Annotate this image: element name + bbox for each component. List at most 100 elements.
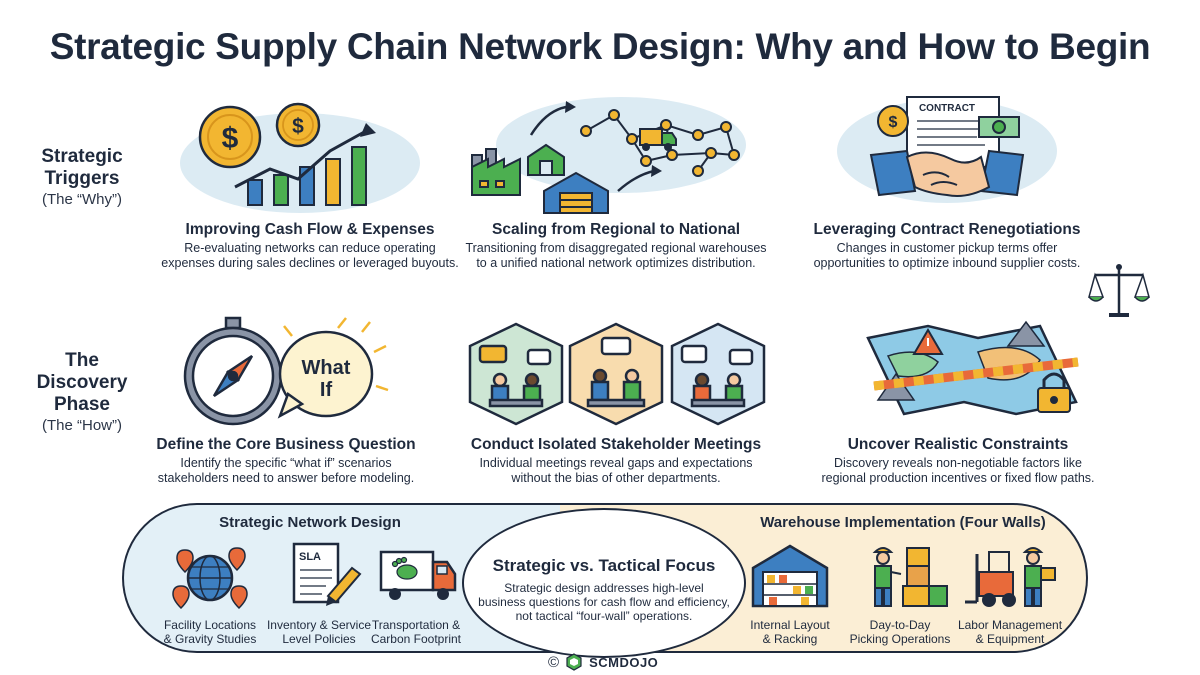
item-labor-management: Labor Management & Equipment xyxy=(955,540,1065,646)
row-label-how: The Discovery Phase (The “How”) xyxy=(12,350,152,436)
picker-boxes-icon xyxy=(872,547,948,607)
card-title: Conduct Isolated Stakeholder Meetings xyxy=(470,436,762,453)
center-title: Strategic vs. Tactical Focus xyxy=(492,556,716,575)
item-picking-operations: Day-to-Day Picking Operations xyxy=(845,540,955,646)
card-stakeholder-meetings: Conduct Isolated Stakeholder Meetings In… xyxy=(436,316,796,486)
card-contract: CONTRACT $ Leveraging Co xyxy=(767,95,1150,317)
brand-name: SCMDOJO xyxy=(589,654,659,670)
item-facility-locations: Facility Locations & Gravity Studies xyxy=(155,540,265,646)
row-label-how-sub: (The “How”) xyxy=(41,417,122,434)
card-desc-line: Changes in customer pickup terms offer xyxy=(836,241,1058,255)
barrier-tape xyxy=(873,357,1079,391)
center-desc-line: business questions for cash flow and eff… xyxy=(478,595,730,609)
card-title: Improving Cash Flow & Expenses xyxy=(185,221,435,238)
warehouse-title: Warehouse Implementation (Four Walls) xyxy=(760,514,1046,531)
row-label-how-main: The Discovery Phase xyxy=(36,350,128,415)
copyright-symbol: © xyxy=(548,653,560,671)
item-label-line: Facility Locations xyxy=(163,618,257,632)
factory-icon xyxy=(471,148,521,196)
meeting-hexagon-icon xyxy=(670,322,766,426)
card-title: Define the Core Business Question xyxy=(156,436,416,453)
card-desc-line: Re-evaluating networks can reduce operat… xyxy=(184,241,436,255)
warehouse-icon xyxy=(527,143,565,176)
item-label-line: Level Policies xyxy=(282,632,356,646)
network-illustration xyxy=(471,97,746,214)
item-label-line: & Gravity Studies xyxy=(163,632,257,646)
card-title: Leveraging Contract Renegotiations xyxy=(813,221,1081,238)
banknote-icon xyxy=(978,116,1020,138)
row-label-why-main: Strategic Triggers xyxy=(41,146,123,189)
card-constraints: Uncover Realistic Constraints Discovery … xyxy=(778,316,1138,486)
dollar-coin-icon: $ xyxy=(877,105,909,137)
row-label-why-sub: (The “Why”) xyxy=(42,191,122,208)
row-label-why: Strategic Triggers (The “Why”) xyxy=(12,146,152,210)
item-label-line: Internal Layout xyxy=(750,618,830,632)
dollar-coin-icon: $ xyxy=(275,102,321,148)
svg-text:$: $ xyxy=(292,115,304,138)
item-label-line: & Racking xyxy=(762,632,818,646)
item-label-line: Picking Operations xyxy=(849,632,951,646)
item-label-line: Transportation & xyxy=(371,618,461,632)
item-internal-layout: Internal Layout & Racking xyxy=(735,540,845,646)
item-transportation: Transportation & Carbon Footprint xyxy=(361,540,471,646)
sla-document-icon: SLA xyxy=(292,542,362,606)
center-oval xyxy=(462,508,746,658)
card-desc-line: without the bias of other departments. xyxy=(511,471,721,485)
page-title: Strategic Supply Chain Network Design: W… xyxy=(49,26,1151,67)
pencil-icon xyxy=(326,566,362,606)
item-label-line: Inventory & Service xyxy=(266,618,372,632)
item-label-line: Labor Management xyxy=(957,618,1063,632)
item-label-line: Day-to-Day xyxy=(869,618,931,632)
contract-illustration: CONTRACT $ xyxy=(837,96,1057,203)
svg-text:If: If xyxy=(320,379,333,401)
card-desc-line: opportunities to optimize inbound suppli… xyxy=(813,256,1081,270)
card-title: Uncover Realistic Constraints xyxy=(847,436,1069,453)
card-cash-flow: $ $ Improving Cash Flow & Expenses Re-ev… xyxy=(130,95,490,275)
center-desc: Strategic design addresses high-level bu… xyxy=(472,581,736,623)
card-desc-line: to a unified national network optimizes … xyxy=(476,256,756,270)
warehouse-icon xyxy=(543,171,609,214)
scale-icon xyxy=(1088,264,1150,317)
footprint-icon xyxy=(391,556,418,580)
dollar-coin-icon: $ xyxy=(198,105,262,169)
card-desc-line: expenses during sales declines or levera… xyxy=(161,256,459,270)
forklift-icon xyxy=(965,547,1056,607)
bar-chart-icon xyxy=(247,146,367,206)
card-desc-line: Individual meetings reveal gaps and expe… xyxy=(479,456,753,470)
center-desc-line: Strategic design addresses high-level xyxy=(504,581,704,595)
svg-text:$: $ xyxy=(222,122,239,155)
question-illustration: What If xyxy=(183,316,389,426)
svg-text:What: What xyxy=(302,357,351,379)
strategic-title: Strategic Network Design xyxy=(219,514,401,531)
warning-icon xyxy=(912,328,944,355)
svg-text:SLA: SLA xyxy=(299,551,321,563)
card-title: Scaling from Regional to National xyxy=(491,221,741,238)
card-scaling: Scaling from Regional to National Transi… xyxy=(436,95,796,275)
item-label-line: & Equipment xyxy=(975,632,1045,646)
card-desc-line: Transitioning from disaggregated regiona… xyxy=(465,241,767,255)
meeting-hexagon-icon xyxy=(568,322,664,426)
card-desc-line: regional production incentives or fixed … xyxy=(821,471,1095,485)
lock-icon xyxy=(1037,372,1071,413)
worker-icon xyxy=(1022,547,1056,607)
card-desc-line: Discovery reveals non-negotiable factors… xyxy=(833,456,1083,470)
globe-pin-icon xyxy=(172,547,248,610)
card-desc-line: Identify the specific “what if” scenario… xyxy=(180,456,392,470)
eco-truck-icon xyxy=(379,550,457,600)
truck-icon xyxy=(639,128,677,151)
card-desc-line: stakeholders need to answer before model… xyxy=(157,471,415,485)
compass-icon xyxy=(183,316,283,426)
item-inventory-service: SLA Inventory & Service Level Policies xyxy=(264,540,374,646)
warehouse-racking-icon xyxy=(751,544,829,608)
map-illustration xyxy=(866,320,1079,416)
worker-icon xyxy=(872,547,902,607)
item-label-line: Carbon Footprint xyxy=(370,632,462,646)
card-core-question: What If Define the Core Business Questio… xyxy=(106,316,466,486)
footer-brand: © SCMDOJO xyxy=(548,652,658,672)
svg-text:$: $ xyxy=(889,114,898,131)
scmdojo-logo-icon xyxy=(566,653,582,671)
meetings-illustration xyxy=(468,322,766,426)
center-desc-line: not tactical “four-wall” operations. xyxy=(515,609,693,623)
handshake-icon xyxy=(869,149,1025,197)
cash-flow-illustration: $ $ xyxy=(180,102,420,213)
